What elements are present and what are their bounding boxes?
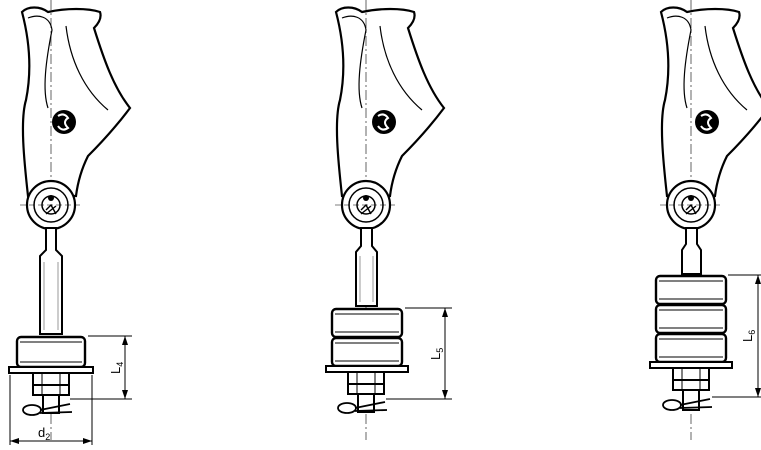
label-l6: L6 bbox=[740, 330, 757, 342]
dimension-l4 bbox=[70, 335, 132, 400]
variant-1-assembly bbox=[8, 0, 132, 445]
ganter-logo-icon bbox=[372, 110, 396, 134]
variant-3-assembly bbox=[649, 0, 761, 440]
spring-cotter-pin-icon bbox=[337, 401, 388, 414]
spring-cotter-pin-icon bbox=[662, 398, 713, 411]
label-l5: L5 bbox=[428, 348, 445, 360]
variant-2-assembly bbox=[325, 0, 452, 440]
label-d2: d2 bbox=[38, 425, 50, 442]
label-l4: L4 bbox=[108, 362, 125, 374]
dimension-l6 bbox=[712, 274, 761, 398]
dimension-l5 bbox=[386, 307, 452, 400]
pivot-eye bbox=[660, 179, 722, 231]
ganter-logo-icon bbox=[695, 110, 719, 134]
spring-cotter-pin-icon bbox=[22, 403, 73, 416]
dimension-d2 bbox=[9, 375, 93, 445]
ganter-logo-icon bbox=[52, 110, 76, 134]
